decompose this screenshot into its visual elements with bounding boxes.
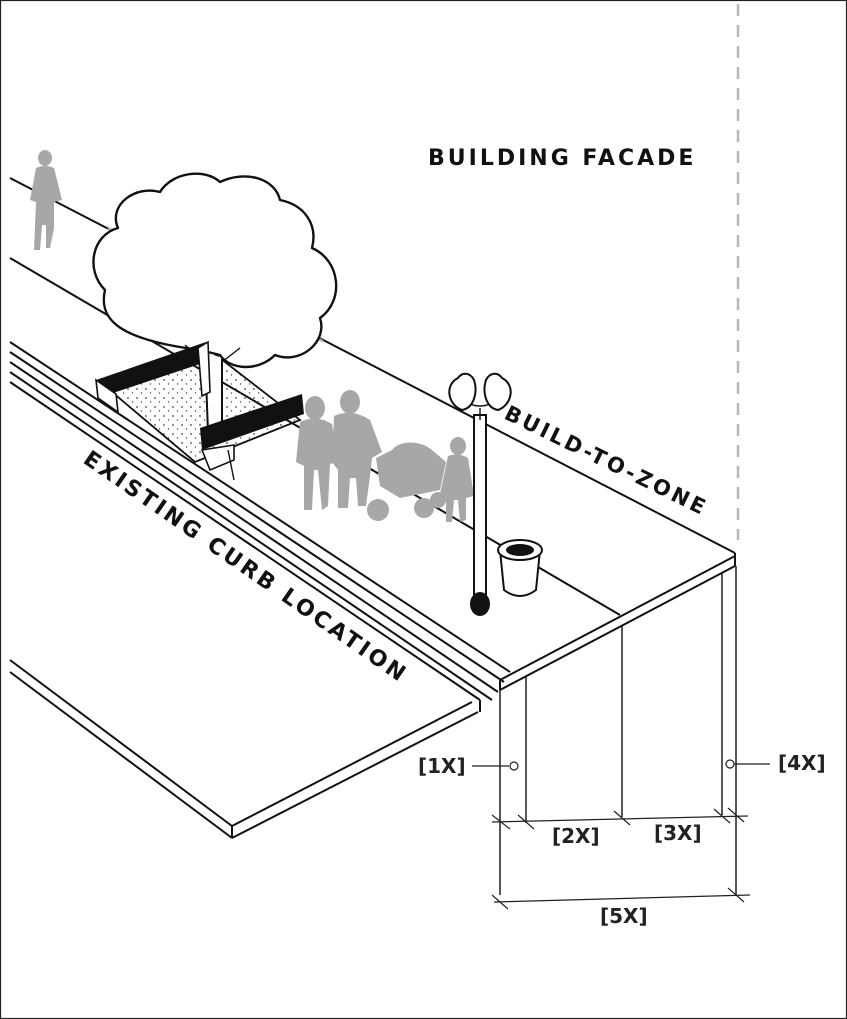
build-to-zone-label: BUILD-TO-ZONE [501,401,712,521]
pedestrian-icon [296,396,338,510]
dimension-label-3x: [3X] [654,821,702,845]
bench-icon [200,394,304,481]
dimension-drops [499,566,737,895]
stroller-icon [367,442,446,521]
dimension-label-4x: [4X] [778,751,826,775]
dimension-lines [472,759,770,910]
street-slab [9,659,479,839]
trash-can-icon [497,539,543,597]
curb [9,341,511,712]
building-facade-label: BUILDING FACADE [428,146,696,171]
pedestrian-icon [30,150,62,250]
sidewalk-front-edge [499,553,736,691]
pedestrian-icon [440,437,474,522]
dimension-label-2x: [2X] [552,824,600,848]
dimension-label-1x: [1X] [418,754,466,778]
dimension-label-5x: [5X] [600,904,648,928]
bench-icon [95,340,211,414]
pedestrian-icon [332,390,382,508]
street-lamp-icon [448,372,512,616]
